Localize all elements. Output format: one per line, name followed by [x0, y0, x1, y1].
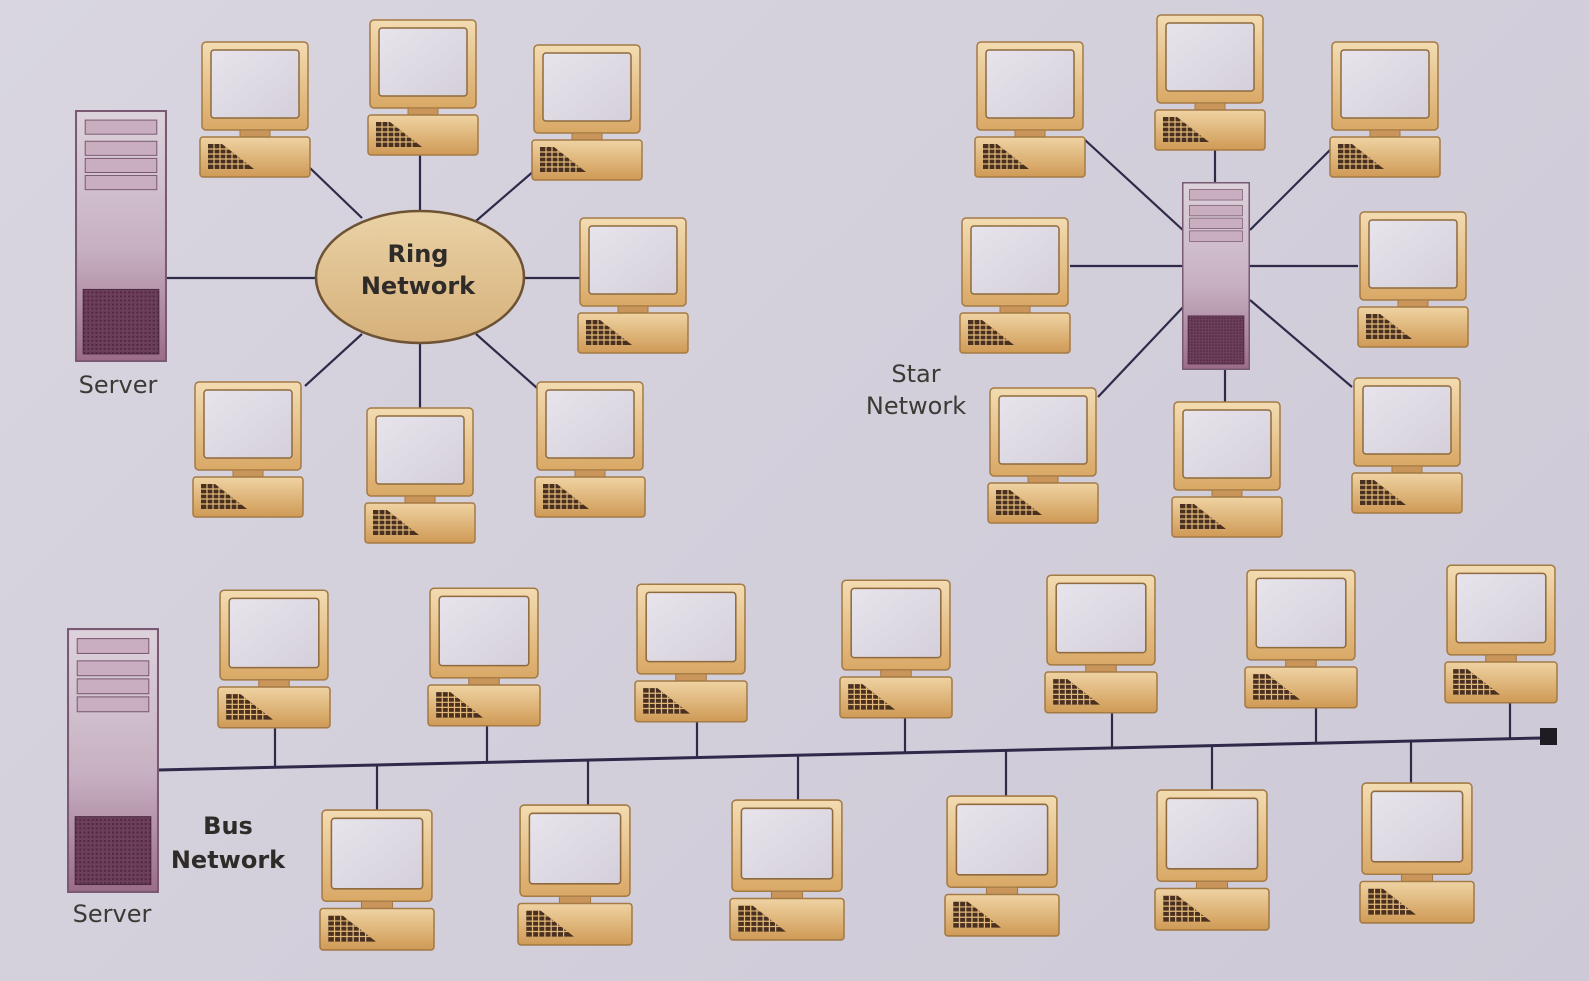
bus-computer-icon: [839, 579, 953, 719]
ring-server-icon: [75, 109, 168, 363]
ring-computer-icon: [364, 407, 476, 544]
ring-label-line2: Network: [361, 272, 476, 300]
bus-computer-icon: [1359, 782, 1475, 924]
bus-computer-icon: [1244, 569, 1358, 709]
ring-cables: [163, 150, 580, 410]
bus-computer-icon: [427, 587, 541, 727]
bus-computer-icon: [217, 589, 331, 729]
star-label-line1: Star: [891, 360, 940, 388]
bus-computer-icon: [729, 799, 845, 941]
ring-computer-icon: [534, 381, 646, 518]
star-network: Star Network: [866, 14, 1469, 538]
ring-computer-icon: [577, 217, 689, 354]
bus-label-line1: Bus: [203, 812, 253, 840]
star-computer-icon: [1154, 14, 1266, 151]
bus-label-line2: Network: [171, 846, 286, 874]
ring-computer-icon: [192, 381, 304, 518]
bus-server-label: Server: [73, 900, 152, 928]
star-computer-icon: [1351, 377, 1463, 514]
star-hub-server-icon: [1182, 181, 1250, 371]
ring-server-label: Server: [79, 371, 158, 399]
ring-network: Server Ring Network: [75, 19, 689, 544]
ring-hub-ellipse: [314, 209, 526, 345]
star-cables: [1070, 139, 1358, 402]
star-label-line2: Network: [866, 392, 966, 420]
ring-computer-icon: [199, 41, 311, 178]
star-computer-icon: [1357, 211, 1469, 348]
star-computer-icon: [959, 217, 1071, 354]
bus-computer-icon: [517, 804, 633, 946]
bus-computer-icon: [1044, 574, 1158, 714]
star-computer-icon: [1329, 41, 1441, 178]
star-computer-icon: [974, 41, 1086, 178]
bus-computer-icon: [319, 809, 435, 951]
bus-network: Server Bus Network: [66, 564, 1558, 951]
ring-computer-icon: [531, 44, 643, 181]
bus-cables: [157, 700, 1543, 810]
star-computer-icon: [987, 387, 1099, 524]
bus-server-icon: [66, 627, 160, 894]
star-computer-icon: [1171, 401, 1283, 538]
bus-terminator: [1540, 728, 1557, 745]
bus-computer-icon: [1154, 789, 1270, 931]
bus-computer-icon: [1444, 564, 1558, 704]
ring-label-line1: Ring: [388, 240, 449, 268]
bus-computer-icon: [944, 795, 1060, 937]
ring-computer-icon: [367, 19, 479, 156]
bus-computer-icon: [634, 583, 748, 723]
